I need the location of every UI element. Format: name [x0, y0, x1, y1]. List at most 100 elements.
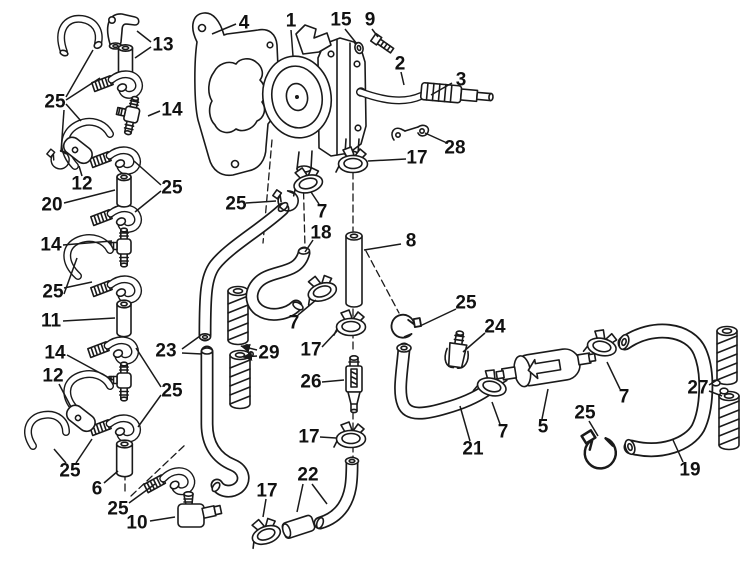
leader-line-25-9	[65, 77, 101, 101]
leader-line-7-21	[297, 299, 317, 316]
outlet-hose-22-drawing	[313, 456, 360, 530]
callout-23-25: 23	[155, 341, 176, 362]
callout-3-6: 3	[456, 70, 467, 91]
tee-fitting-drawing	[108, 361, 132, 402]
callout-8-17: 8	[406, 231, 417, 252]
clamp-hose-unit	[89, 417, 138, 443]
callout-20-12: 20	[41, 195, 62, 216]
clamp-hose-unit	[91, 73, 140, 99]
s-hose-18-drawing	[245, 246, 311, 321]
callout-25-35: 25	[574, 403, 596, 424]
leader-line-25-9	[65, 49, 94, 98]
mounting-screw-drawing	[369, 32, 395, 54]
wire-clamp-drawing	[388, 311, 424, 342]
leader-line-11-20	[62, 317, 116, 322]
fuel-connector-drawing	[356, 81, 494, 105]
leader-line-24-24	[462, 332, 486, 353]
leader-line-4-1	[211, 23, 237, 35]
fuel-hose-21-drawing	[394, 342, 494, 420]
leader-line-25-19	[63, 257, 78, 295]
callout-11-20: 11	[41, 311, 62, 332]
fuel-line-stub-drawing	[227, 285, 249, 346]
callout-17-8: 17	[406, 148, 427, 169]
leader-line-7-15	[310, 191, 320, 205]
leader-line-9-4	[371, 28, 379, 38]
leader-line-22-44	[311, 483, 328, 505]
leader-line-23-25	[181, 352, 203, 355]
callout-12-28: 12	[42, 366, 63, 387]
callout-17-43: 17	[256, 481, 277, 502]
leader-line-17-31	[319, 436, 337, 439]
long-fuel-hose-drawing	[198, 201, 290, 498]
sleeve-6-drawing	[115, 439, 134, 478]
leader-line-14-10	[147, 110, 161, 117]
leader-line-25-41	[128, 483, 156, 504]
callout-25-13: 25	[161, 178, 183, 199]
leader-line-1-2	[290, 29, 294, 57]
callout-13-0: 13	[152, 35, 173, 56]
leader-line-17-8	[367, 158, 407, 162]
leader-line-25-35	[588, 420, 599, 437]
callout-9-4: 9	[365, 10, 376, 31]
elbow-fitting-13-drawing	[106, 13, 140, 50]
leader-line-27-37	[708, 379, 718, 386]
callout-14-10: 14	[161, 100, 183, 121]
leader-line-25-39	[75, 438, 93, 464]
callout-25-9: 25	[44, 92, 66, 113]
callout-7-21: 7	[289, 313, 300, 334]
clamp-hose-unit	[90, 278, 139, 304]
leader-line-14-18	[62, 240, 113, 246]
leader-line-29-26	[240, 343, 258, 353]
clamp-hose-unit	[90, 207, 139, 233]
leader-line-19-38	[672, 439, 684, 463]
leader-line-15-3	[344, 28, 358, 45]
elbow-fitting-10-drawing	[177, 490, 223, 528]
fitting-24-drawing	[444, 330, 469, 369]
retainer-clip-drawing	[391, 124, 430, 141]
leader-line-7-36	[606, 361, 621, 390]
callout-7-33: 7	[498, 422, 509, 443]
hose-clamp-17-drawing	[333, 309, 367, 337]
callout-2-5: 2	[395, 54, 406, 75]
leader-line-26-29	[321, 379, 345, 383]
leader-line-22-44	[296, 483, 304, 513]
clamp-hose-unit	[89, 149, 138, 175]
fuel-filter-drawing	[495, 348, 597, 388]
callout-29-26: 29	[258, 343, 279, 364]
leader-line-2-5	[400, 71, 405, 86]
callout-14-27: 14	[44, 343, 66, 364]
leader-line-10-42	[149, 516, 176, 522]
callout-10-42: 10	[126, 513, 147, 534]
callout-22-44: 22	[297, 465, 318, 486]
callout-4-1: 4	[239, 13, 250, 34]
connector-12-drawing	[62, 136, 93, 165]
washer-drawing	[354, 41, 364, 55]
hose-clamp-7-drawing	[300, 270, 340, 307]
callout-28-7: 28	[444, 138, 465, 159]
callout-25-14: 25	[225, 194, 247, 215]
callout-25-41: 25	[107, 499, 129, 520]
sleeve-22-drawing	[281, 514, 316, 540]
leader-line-5-34	[541, 388, 549, 420]
leader-line-25-30	[135, 347, 162, 388]
tee-fitting-drawing	[112, 92, 144, 137]
callout-24-24: 24	[484, 317, 506, 338]
leader-line-25-13	[133, 160, 162, 186]
leader-line-6-40	[103, 470, 119, 484]
callout-15-3: 15	[330, 10, 352, 31]
callout-25-22: 25	[455, 293, 477, 314]
leader-line-13-0	[134, 46, 152, 59]
leader-line-12-11	[78, 165, 83, 177]
callout-17-23: 17	[300, 340, 321, 361]
leader-line-25-9	[60, 109, 65, 153]
hose-clamp-17-drawing	[333, 421, 367, 449]
callout-25-30: 25	[161, 381, 183, 402]
callout-12-11: 12	[71, 174, 92, 195]
fuel-line-stub-drawing	[718, 390, 740, 451]
leader-line-12-28	[58, 383, 72, 408]
leader-line-25-22	[419, 308, 457, 327]
leader-line-28-7	[424, 132, 448, 144]
fuel-line-stub-drawing	[229, 349, 251, 410]
u-hose-19-drawing	[617, 323, 714, 458]
